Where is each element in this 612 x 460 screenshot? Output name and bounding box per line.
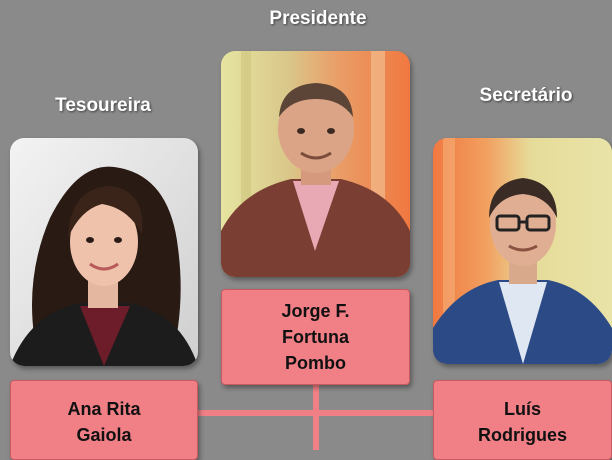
treasurer-photo [10, 138, 198, 366]
name-box-treasurer: Ana Rita Gaiola [10, 380, 198, 460]
treasurer-name-line2: Gaiola [76, 425, 132, 445]
president-photo [221, 51, 410, 277]
president-name-line1: Jorge F. [281, 301, 350, 321]
president-name-line2: Fortuna [282, 327, 349, 347]
connector-vertical [313, 385, 319, 450]
secretary-name-line1: Luís [503, 399, 541, 419]
role-title-secretary: Secretário [479, 85, 573, 106]
name-box-president: Jorge F. Fortuna Pombo [221, 289, 410, 385]
secretary-name-line2: Rodrigues [477, 425, 567, 445]
president-name-line3: Pombo [285, 353, 346, 373]
role-title-president: Presidente [269, 8, 367, 29]
name-box-secretary: Luís Rodrigues [433, 380, 612, 460]
role-title-treasurer: Tesoureira [55, 95, 151, 116]
secretary-photo [433, 138, 612, 364]
treasurer-name-line1: Ana Rita [67, 399, 141, 419]
connector-horizontal [198, 410, 433, 416]
